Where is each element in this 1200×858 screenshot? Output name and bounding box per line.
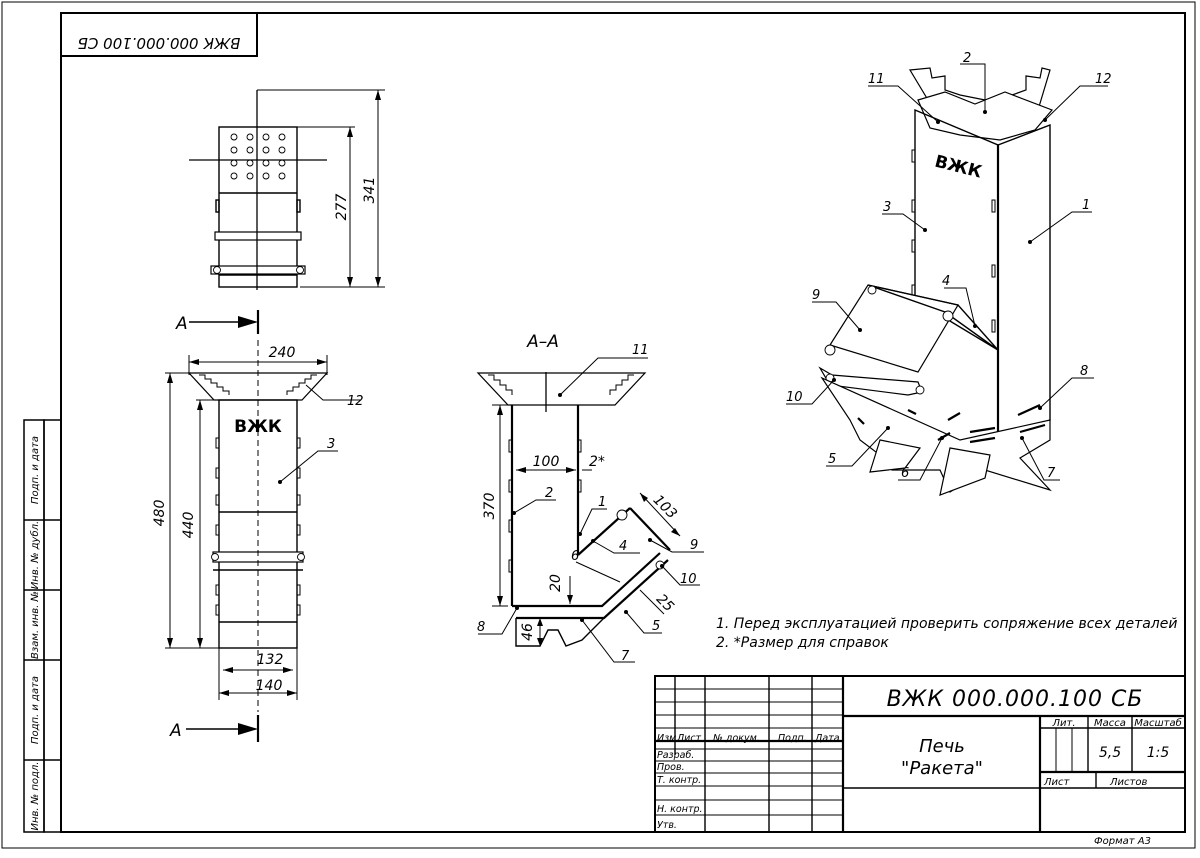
side-slots [215,437,301,616]
dim-480: 480 [152,500,168,527]
tb-podp: Подп. [778,733,807,744]
leader-sec-7: 7 [621,649,630,664]
tb-nkontr: Н. контр. [657,804,703,815]
tb-utv: Утв. [657,820,677,831]
leader-sec-5: 5 [652,619,660,634]
front-view: ВЖК 240 480 440 132 140 А А [152,310,364,742]
brand-mark-front: ВЖК [234,417,282,437]
section-mark-bottom: А [169,721,182,741]
tb-razrab: Разраб. [657,750,694,761]
stamp-repl-inv: Взам. инв. № [30,591,41,659]
top-view: 341 277 [189,89,385,290]
dim-100: 100 [533,454,560,470]
leader-iso-4: 4 [942,274,950,289]
leader-iso-7: 7 [1047,466,1056,481]
dim-341: 341 [362,177,378,204]
dim-240: 240 [269,345,296,361]
leader-sec-9: 9 [690,538,698,553]
tb-doc: № докум. [712,733,760,744]
leader-iso-6: 6 [901,466,909,481]
note-2: 2. *Размер для справок [716,635,889,651]
tb-list: Лист [676,733,702,744]
dim-440: 440 [181,512,197,539]
dim-370: 370 [482,493,498,520]
section-slots [508,439,582,573]
section-mark-top: А [175,314,188,334]
side-stamp: Подп. и дата Инв. № дубл. Взам. инв. № П… [23,419,62,833]
tb-masshtab-label: Масштаб [1134,717,1182,729]
grate-holes [230,133,286,180]
tb-data: Дата [814,733,840,744]
leader-iso-8: 8 [1080,364,1088,379]
isometric-view: ВЖК 2 [786,51,1112,496]
leader-iso-11: 11 [868,72,885,87]
tb-lit-label: Лит. [1051,718,1075,729]
leader-iso-2: 2 [963,51,971,66]
tb-massa-value: 5,5 [1099,745,1121,761]
dim-132: 132 [257,652,284,668]
format-label: Формат А3 [1094,836,1151,847]
leader-iso-3: 3 [883,200,891,215]
leader-sec-11: 11 [632,343,649,358]
dim-103: 103 [650,492,680,522]
dim-2-ref: 2* [589,454,605,470]
stamp-dup-inv: Инв. № дубл. [29,521,41,589]
leader-sec-4: 4 [619,539,627,554]
brand-mark-iso: ВЖК [933,152,984,183]
leader-iso-10: 10 [786,390,803,405]
section-title: А–А [526,332,559,352]
section-view: А–А 100 2* 370 [476,332,704,664]
leader-front-3: 3 [327,437,335,452]
tb-product-line2: "Ракета" [901,758,983,779]
dim-140: 140 [256,678,283,694]
dim-46: 46 [520,623,536,641]
leader-front-12: 12 [347,394,364,409]
leader-iso-5: 5 [828,452,836,467]
leader-iso-9: 9 [812,288,820,303]
tb-sheets-label: Листов [1109,777,1147,788]
note-1: 1. Перед эксплуатацией проверить сопряже… [716,616,1177,632]
tb-sheet-label: Лист [1043,777,1071,788]
stamp-sign-date-2: Подп. и дата [30,676,41,744]
tb-product-line1: Печь [919,736,965,757]
mirrored-designation-box: ВЖК 000.000.100 СБ [60,12,258,57]
tb-massa-label: Масса [1094,718,1126,729]
leader-sec-1: 1 [598,495,606,510]
dim-25: 25 [653,591,677,615]
stamp-orig-inv: Инв. № подл. [30,762,41,831]
mirrored-designation: ВЖК 000.000.100 СБ [78,34,241,52]
iso-slots [911,149,996,333]
dim-20: 20 [548,574,564,592]
tb-izm: Изм. [657,733,679,744]
stamp-sign-date-1: Подп. и дата [30,436,41,504]
title-block: Изм. Лист № докум. Подп. Дата Разраб. Пр… [654,675,1186,833]
leader-sec-8: 8 [477,620,485,635]
leader-iso-1: 1 [1082,198,1090,213]
leader-iso-12: 12 [1095,72,1112,87]
tb-masshtab-value: 1:5 [1147,745,1170,761]
technical-notes: 1. Перед эксплуатацией проверить сопряже… [716,616,1177,651]
dim-277: 277 [334,194,350,221]
iso-lower-slots [857,403,1046,444]
leader-sec-2: 2 [545,486,553,501]
tb-tkontr: Т. контр. [657,775,701,786]
tb-designation: ВЖК 000.000.100 СБ [887,687,1144,712]
tb-prov: Пров. [657,762,685,773]
leader-sec-10: 10 [680,572,697,587]
leader-sec-6: 6 [571,549,579,564]
